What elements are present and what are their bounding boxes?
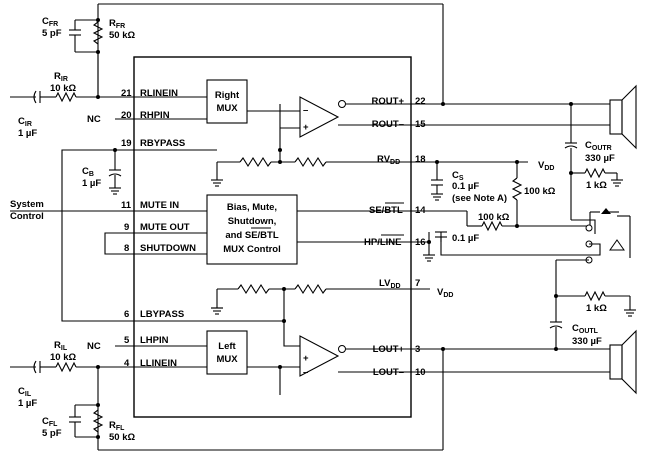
rfr-value: 50 kΩ: [109, 30, 135, 41]
pin-number: 9: [124, 222, 129, 233]
rir-value: 10 kΩ: [50, 83, 76, 94]
control-label-1: Bias, Mute,: [227, 202, 277, 213]
coutl-value: 330 µF: [572, 336, 602, 347]
pin-number: 4: [124, 358, 130, 369]
left-speaker-icon: [621, 329, 637, 395]
right-input-network: [10, 3, 444, 120]
right-mux-label-2: MUX: [216, 103, 238, 114]
right-mux-block: [206, 79, 248, 124]
right-output-network: [411, 84, 637, 220]
control-label-4: MUX Control: [223, 244, 281, 255]
pin-number: 19: [121, 138, 132, 149]
cil-label: CIL: [18, 386, 32, 398]
coutr-value: 330 µF: [585, 153, 615, 164]
nc-label-right: NC: [87, 114, 101, 125]
pin-number: 21: [121, 88, 132, 99]
right-amp-minus: –: [303, 105, 308, 116]
cs-label: CS: [452, 170, 464, 182]
system-control-label-1: System: [10, 199, 44, 210]
left-mux-label-1: Left: [218, 341, 236, 352]
vdd-right-label: VDD: [538, 160, 554, 172]
pin-number: 22: [415, 96, 426, 107]
ril-label: RIL: [54, 340, 68, 352]
right-speaker-icon: [621, 84, 637, 150]
ic-body: [133, 56, 412, 418]
pin-name: LLINEIN: [140, 358, 177, 369]
r100a-value: 100 kΩ: [524, 186, 556, 197]
control-label-3: and SE/BTL: [225, 230, 279, 241]
left-pin-labels: 21 RLINEIN 20 RHPIN 19 RBYPASS 11 MUTE I…: [121, 88, 196, 369]
internal-wiring: [134, 96, 411, 395]
pin-name: RHPIN: [140, 110, 170, 121]
cs-note: (see Note A): [452, 193, 507, 204]
left-input-network: [10, 345, 444, 451]
pin-number: 20: [121, 110, 132, 121]
ril-value: 10 kΩ: [50, 352, 76, 363]
right-amplifier: [299, 96, 340, 138]
rfl-label: RFL: [109, 420, 125, 432]
pin-name: MUTE IN: [140, 200, 179, 211]
right-mux-label-1: Right: [215, 90, 240, 101]
cfl-value: 5 pF: [42, 428, 62, 439]
pin-number: 18: [415, 154, 426, 165]
cap01-value: 0.1 µF: [452, 233, 479, 244]
pin-name: SHUTDOWN: [140, 243, 196, 254]
supply-network: [411, 160, 631, 290]
control-label-2: Shutdown,: [228, 216, 277, 227]
left-amp-plus: +: [303, 353, 309, 364]
pin-name: ROUT+: [372, 96, 405, 107]
pin-name: MUTE OUT: [140, 222, 190, 233]
r100b-value: 100 kΩ: [478, 212, 510, 223]
rfr-label: RFR: [109, 18, 125, 30]
pin-name: RLINEIN: [140, 88, 178, 99]
left-amp-minus: –: [303, 367, 308, 378]
cir-value: 1 µF: [18, 128, 37, 139]
pin-number: 6: [124, 309, 129, 320]
cfr-label: CFR: [42, 16, 58, 28]
cfl-label: CFL: [42, 416, 58, 428]
left-mux-label-2: MUX: [216, 354, 238, 365]
pin-number: 8: [124, 243, 129, 254]
cfr-value: 5 pF: [42, 28, 62, 39]
cb-label: CB: [82, 166, 94, 178]
left-amplifier: [299, 335, 340, 377]
pin-number: 11: [121, 200, 132, 211]
pin-name: LVDD: [379, 278, 401, 290]
cb-value: 1 µF: [82, 178, 101, 189]
nc-label-left: NC: [87, 341, 101, 352]
pin-name: RBYPASS: [140, 138, 185, 149]
component-labels: CFR 5 pF RFR 50 kΩ RIR 10 kΩ CIR 1 µF NC…: [10, 16, 615, 443]
left-output-network: [411, 259, 637, 395]
coutr-label: COUTR: [585, 140, 612, 152]
cir-label: CIR: [18, 116, 32, 128]
pin-name: RVDD: [377, 154, 400, 166]
left-mux-block: [206, 330, 248, 375]
vdd-left-label: VDD: [437, 287, 453, 299]
r1kb-value: 1 kΩ: [586, 303, 607, 314]
coutl-label: COUTL: [572, 323, 599, 335]
pin-name: LBYPASS: [140, 309, 184, 320]
rir-label: RIR: [54, 71, 68, 83]
pin-number: 5: [124, 335, 130, 346]
right-amp-plus: +: [303, 122, 309, 133]
control-block: [206, 194, 298, 265]
bypass-network: [10, 148, 134, 322]
pin-name: LHPIN: [140, 335, 169, 346]
pin-number: 7: [415, 278, 420, 289]
rfl-value: 50 kΩ: [109, 432, 135, 443]
cil-value: 1 µF: [18, 398, 37, 409]
system-control-label-2: Control: [10, 211, 44, 222]
r1ka-value: 1 kΩ: [586, 180, 607, 191]
cs-value: 0.1 µF: [452, 181, 479, 192]
right-pin-labels: ROUT+ 22 ROUT– 15 RVDD 18 SE/BTL 14 HP/L…: [364, 96, 426, 378]
